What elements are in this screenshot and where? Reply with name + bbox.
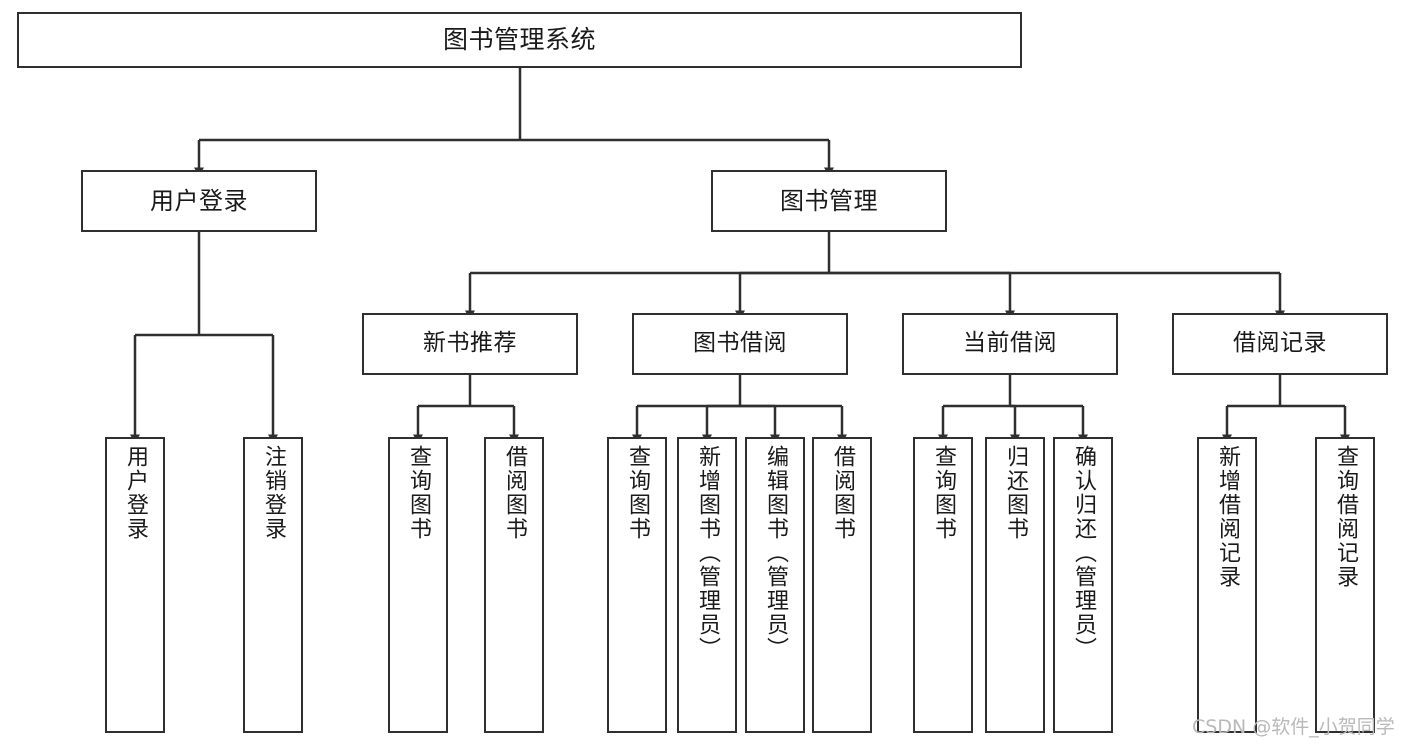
node-leaf-bl-edit: 编辑图书（管理员）	[745, 437, 805, 733]
node-leaf-user-logout: 注销登录	[243, 437, 303, 733]
node-leaf-user-login: 用户登录	[105, 437, 165, 733]
node-l3-current: 当前借阅	[902, 313, 1118, 375]
node-leaf-bl-query: 查询图书	[607, 437, 667, 733]
node-label: 新增借阅记录	[1215, 445, 1240, 589]
node-label: 图书管理	[780, 186, 878, 215]
node-label: 借阅图书	[502, 445, 527, 541]
node-label: 新书推荐	[423, 330, 517, 357]
node-l3-record: 借阅记录	[1172, 313, 1388, 375]
node-l3-newbook: 新书推荐	[362, 313, 578, 375]
node-label: 注销登录	[261, 445, 286, 541]
node-label: 借阅记录	[1233, 330, 1327, 357]
node-leaf-nb-query: 查询图书	[388, 437, 448, 733]
node-label: 图书借阅	[693, 330, 787, 357]
node-label: 用户登录	[123, 445, 148, 541]
node-l2-login: 用户登录	[81, 170, 317, 232]
node-leaf-rec-add: 新增借阅记录	[1197, 437, 1257, 733]
node-leaf-bl-add: 新增图书（管理员）	[677, 437, 737, 733]
node-label: 用户登录	[150, 186, 248, 215]
node-l3-borrow: 图书借阅	[632, 313, 848, 375]
node-leaf-nb-borrow: 借阅图书	[484, 437, 544, 733]
node-label: 新增图书（管理员）	[695, 445, 720, 661]
node-label: 查询借阅记录	[1333, 445, 1358, 589]
node-label: 归还图书	[1003, 445, 1028, 541]
node-label: 查询图书	[406, 445, 431, 541]
node-leaf-bl-borrow: 借阅图书	[812, 437, 872, 733]
node-l2-bookmgmt: 图书管理	[711, 170, 947, 232]
node-leaf-rec-query: 查询借阅记录	[1315, 437, 1375, 733]
node-root: 图书管理系统	[17, 12, 1022, 68]
node-leaf-cur-query: 查询图书	[913, 437, 973, 733]
node-label: 编辑图书（管理员）	[763, 445, 788, 661]
node-label: 借阅图书	[830, 445, 855, 541]
node-label: 图书管理系统	[442, 25, 596, 55]
node-label: 查询图书	[625, 445, 650, 541]
node-label: 当前借阅	[963, 330, 1057, 357]
node-label: 确认归还（管理员）	[1071, 445, 1096, 661]
node-leaf-cur-confirm: 确认归还（管理员）	[1053, 437, 1113, 733]
node-leaf-cur-return: 归还图书	[985, 437, 1045, 733]
edge-layer	[130, 68, 1350, 444]
node-label: 查询图书	[931, 445, 956, 541]
